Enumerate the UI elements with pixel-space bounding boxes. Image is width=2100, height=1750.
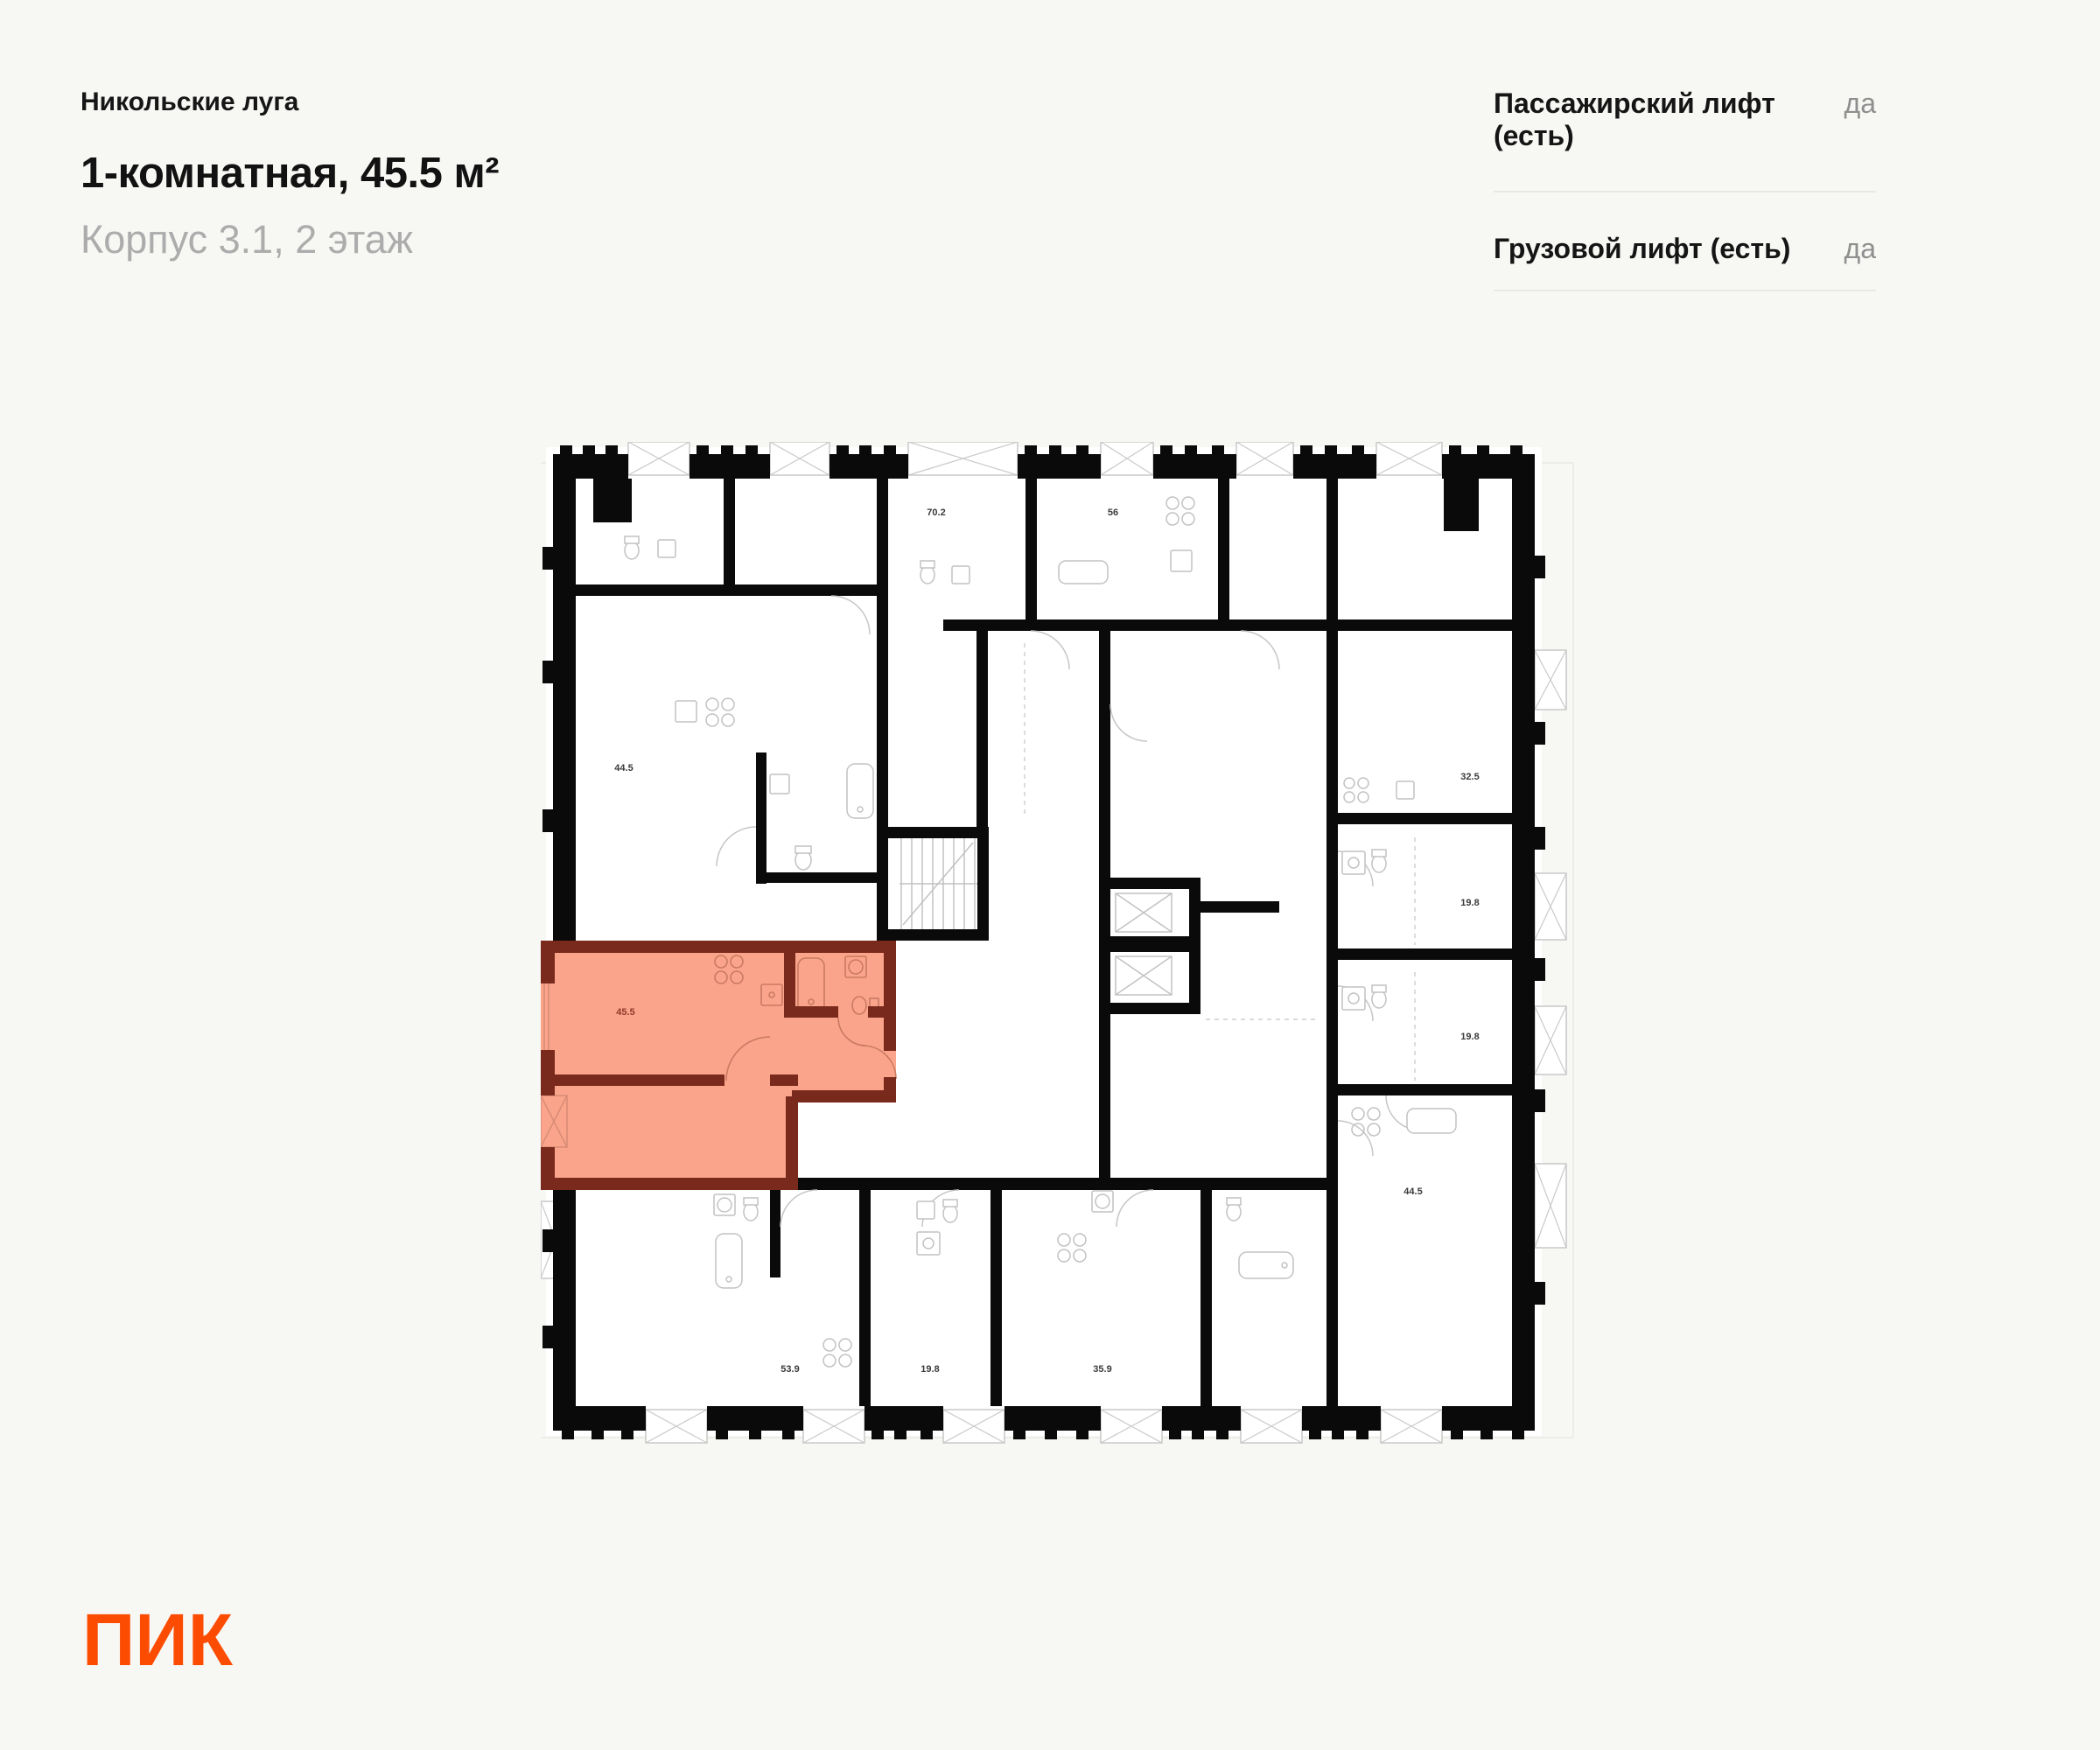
- page-title: 1-комнатная, 45.5 м²: [80, 150, 500, 197]
- fixtures: [624, 496, 1457, 1368]
- area-label: 56: [1107, 508, 1119, 518]
- pik-logo: ПИК: [82, 1599, 234, 1681]
- balconies-bottom: [645, 1409, 1443, 1444]
- interior-walls: [553, 479, 1535, 1406]
- floor-plan: 44.5 70.2 56 32.5 19.8 19.8 44.5 53.9 19…: [541, 442, 1582, 1444]
- building-floor-subtitle: Корпус 3.1, 2 этаж: [80, 217, 413, 262]
- exterior-walls: [542, 445, 1545, 1439]
- area-label: 53.9: [780, 1364, 800, 1375]
- area-label: 44.5: [614, 763, 634, 774]
- lift-row: Грузовой лифт (есть) да: [1494, 192, 1876, 291]
- lift-info-panel: Пассажирский лифт (есть) да Грузовой лиф…: [1494, 88, 1876, 291]
- stairs-icon: [900, 838, 977, 929]
- area-label: 70.2: [927, 508, 946, 518]
- area-label: 44.5: [1404, 1186, 1423, 1197]
- balconies-top: [627, 442, 1443, 476]
- header: Никольские луга 1-комнатная, 45.5 м² Кор…: [80, 88, 500, 262]
- elevator-shafts-icon: [1115, 892, 1172, 996]
- lift-value: да: [1844, 88, 1876, 119]
- project-name: Никольские луга: [80, 88, 299, 116]
- lift-label: Пассажирский лифт (есть): [1494, 88, 1775, 151]
- dashed-lines: [1024, 643, 1416, 1081]
- lift-label: Грузовой лифт (есть): [1494, 233, 1791, 264]
- area-label: 45.5: [616, 1007, 635, 1018]
- area-label: 35.9: [1093, 1364, 1112, 1375]
- area-label: 32.5: [1460, 772, 1480, 782]
- area-label: 19.8: [920, 1364, 940, 1375]
- highlighted-apartment: [541, 941, 897, 1190]
- lift-row: Пассажирский лифт (есть) да: [1494, 88, 1876, 192]
- area-label: 19.8: [1460, 1032, 1480, 1042]
- floor-plan-svg: [541, 442, 1574, 1444]
- area-label: 19.8: [1460, 898, 1480, 908]
- lift-value: да: [1844, 233, 1876, 264]
